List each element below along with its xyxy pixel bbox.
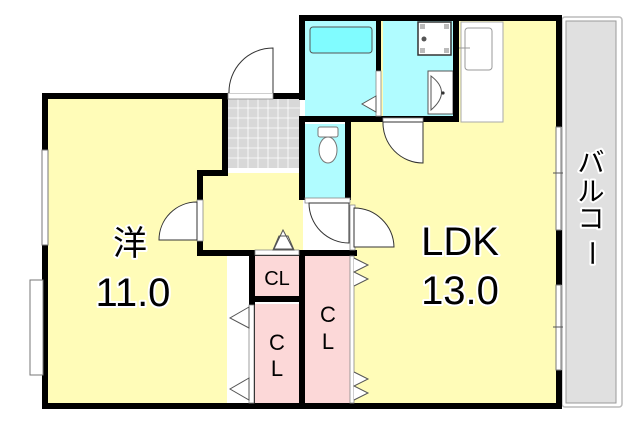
walls — [42, 15, 562, 409]
balcony — [561, 16, 623, 408]
kitchen-counter-icon — [459, 21, 504, 123]
closet-left-floor — [254, 304, 300, 404]
ldk-door-icon — [349, 204, 395, 251]
washroom-door-icon — [382, 117, 424, 164]
svg-text:ー: ー — [576, 240, 606, 267]
bathroom-door-icon — [360, 70, 382, 117]
svg-text:ル: ル — [578, 177, 605, 207]
closet-small-label: CL — [264, 268, 290, 290]
svg-text:コ: コ — [578, 204, 605, 234]
closet-right-door-icon — [349, 255, 370, 404]
washing-machine-icon — [417, 21, 452, 56]
sink-icon — [427, 70, 454, 115]
sliding-window-balcony — [553, 126, 563, 371]
window-left-upper — [41, 149, 49, 246]
svg-text:バ: バ — [578, 148, 605, 178]
western-room-label: 洋 — [113, 225, 147, 263]
closet-left-door-icon — [228, 304, 255, 404]
closet-small-door-icon — [254, 228, 300, 256]
ldk-label: LDK — [421, 220, 499, 264]
entrance-floor — [228, 98, 300, 168]
balcony-label: バ ル コ ー — [574, 146, 608, 269]
window-left-lower — [29, 279, 44, 376]
closet-left-label-c: C — [269, 330, 285, 355]
bathtub-icon — [309, 26, 373, 54]
western-room-door-icon — [158, 199, 204, 242]
western-room-size: 11.0 — [96, 271, 171, 315]
closet-right-label-l: L — [322, 329, 334, 354]
toilet-door-icon — [304, 197, 351, 244]
closet-small-floor — [254, 256, 300, 298]
toilet-icon — [317, 126, 339, 164]
closet-right-label-c: C — [320, 302, 336, 327]
closet-right-floor — [305, 256, 350, 404]
ldk-size: 13.0 — [421, 269, 499, 313]
entrance-door-icon — [227, 47, 274, 100]
closet-left-label-l: L — [271, 356, 283, 381]
